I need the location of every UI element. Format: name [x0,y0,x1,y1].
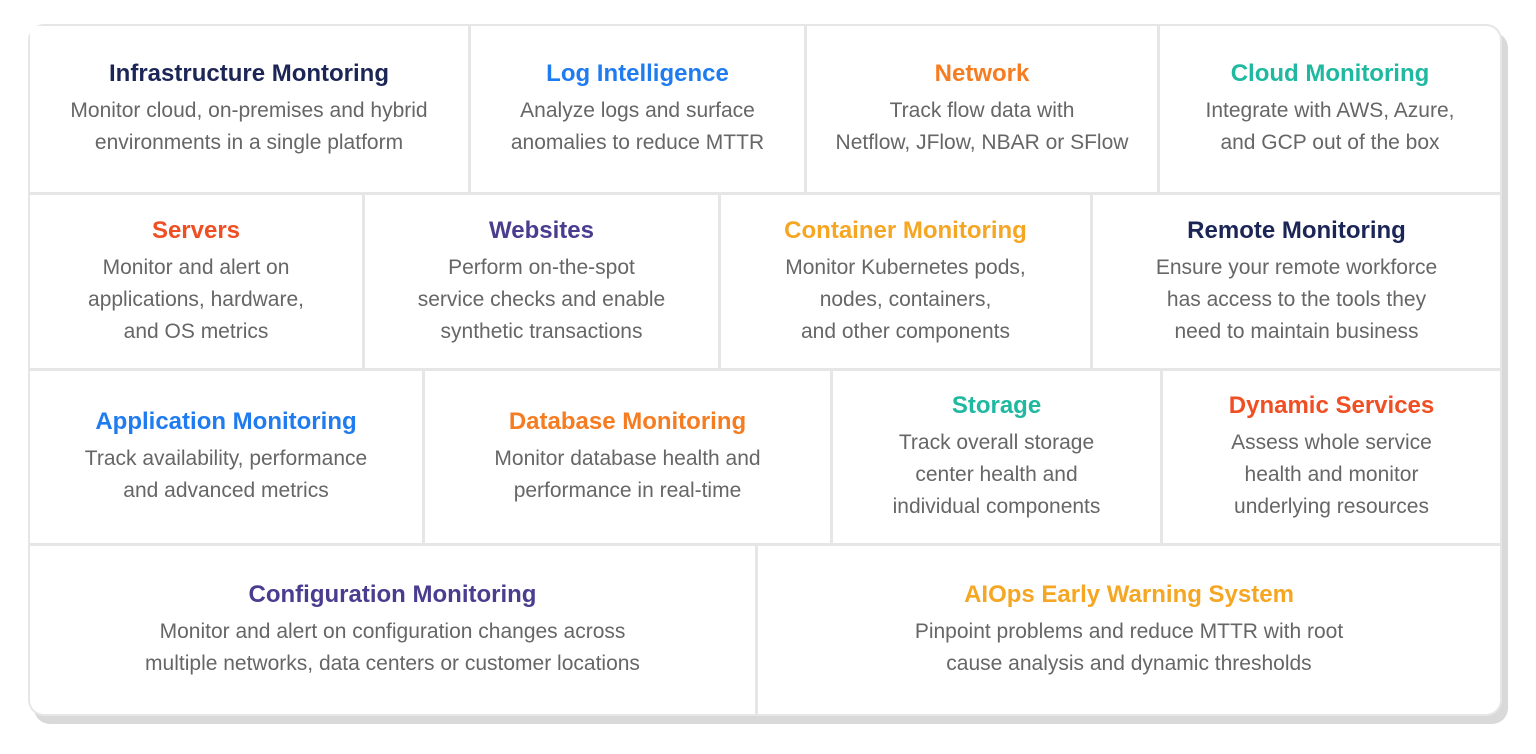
card-title: Storage [951,392,1042,419]
card-storage: Storage Track overall storage center hea… [833,371,1160,543]
card-title: AIOps Early Warning System [964,581,1294,608]
card-remote-monitoring: Remote Monitoring Ensure your remote wor… [1093,195,1500,368]
card-container-monitoring: Container Monitoring Monitor Kubernetes … [721,195,1090,368]
card-description: Monitor cloud, on-premises and hybrid en… [70,99,428,154]
card-title: Configuration Monitoring [248,581,537,608]
card-title: Container Monitoring [784,216,1027,244]
card-description: Monitor and alert on applications, hardw… [88,255,304,343]
card-description: Perform on-the-spot service checks and e… [417,255,666,343]
card-websites: Websites Perform on-the-spot service che… [365,195,718,368]
card-description: Integrate with AWS, Azure, and GCP out o… [1205,99,1455,154]
card-description: Ensure your remote workforce has access … [1155,255,1438,343]
card-description: Analyze logs and surface anomalies to re… [510,99,765,154]
card-title: Infrastructure Montoring [109,60,389,87]
card-application-monitoring: Application Monitoring Track availabilit… [30,371,422,543]
card-cloud-monitoring: Cloud Monitoring Integrate with AWS, Azu… [1160,26,1500,192]
card-title: Cloud Monitoring [1230,60,1430,87]
card-description: Assess whole service health and monitor … [1231,431,1432,518]
card-description: Monitor Kubernetes pods, nodes, containe… [785,255,1026,343]
card-title: Application Monitoring [95,408,357,435]
card-servers: Servers Monitor and alert on application… [30,195,362,368]
capabilities-grid: Infrastructure Montoring Monitor cloud, … [28,24,1502,716]
card-title: Network [934,60,1030,87]
card-infrastructure-monitoring: Infrastructure Montoring Monitor cloud, … [30,26,468,192]
card-description: Track availability, performance and adva… [84,447,368,502]
card-dynamic-services: Dynamic Services Assess whole service he… [1163,371,1500,543]
card-title: Remote Monitoring [1187,216,1406,244]
card-description: Monitor database health and performance … [494,447,761,502]
card-network: Network Track flow data with Netflow, JF… [807,26,1157,192]
card-title: Log Intelligence [546,60,729,87]
card-title: Servers [151,216,241,244]
card-title: Database Monitoring [508,408,747,435]
card-configuration-monitoring: Configuration Monitoring Monitor and ale… [30,546,755,714]
card-description: Track flow data with Netflow, JFlow, NBA… [835,99,1129,154]
card-aiops-early-warning: AIOps Early Warning System Pinpoint prob… [758,546,1500,714]
card-log-intelligence: Log Intelligence Analyze logs and surfac… [471,26,804,192]
card-description: Track overall storage center health and … [892,431,1101,518]
card-description: Pinpoint problems and reduce MTTR with r… [914,620,1344,675]
card-description: Monitor and alert on configuration chang… [145,620,640,675]
card-title: Dynamic Services [1228,392,1435,419]
card-title: Websites [489,216,594,244]
card-database-monitoring: Database Monitoring Monitor database hea… [425,371,830,543]
